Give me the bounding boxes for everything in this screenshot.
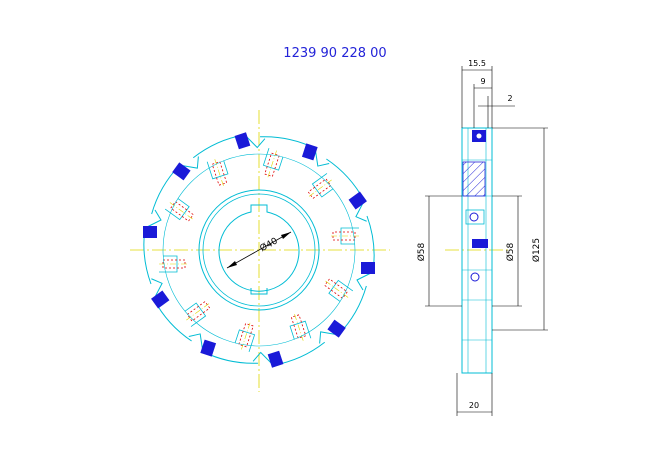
tooth xyxy=(188,320,258,364)
bore-diameter-label: Ø40 xyxy=(258,235,280,254)
dim-clearance: 2 xyxy=(507,94,512,103)
cutting-insert xyxy=(267,350,284,368)
top-insert-screw xyxy=(475,132,483,140)
tooth-outline xyxy=(326,158,367,222)
cutting-insert xyxy=(151,290,170,309)
screw-centerline xyxy=(214,159,225,188)
insert-pocket xyxy=(340,227,359,245)
tooth-outline xyxy=(356,215,375,291)
cutting-insert xyxy=(143,226,157,238)
clamp-block xyxy=(465,209,485,225)
insert-pocket xyxy=(262,147,284,171)
tooth xyxy=(319,278,367,344)
screw-centerline xyxy=(307,179,332,198)
cutting-insert xyxy=(348,191,367,210)
insert-pocket xyxy=(184,302,207,327)
tooth-outline xyxy=(151,156,199,215)
lower-screw xyxy=(470,272,480,282)
insert-pocket xyxy=(159,255,178,273)
tooth-outline xyxy=(319,285,367,344)
front-view: Ø40 xyxy=(130,110,390,392)
cutting-insert xyxy=(200,339,217,357)
screw-centerline xyxy=(186,302,211,321)
tooth xyxy=(252,312,326,368)
dim-hub-left: Ø58 xyxy=(416,242,427,261)
cutting-insert xyxy=(234,132,251,150)
screw-centerline xyxy=(169,202,195,221)
bore-dimension-line xyxy=(226,231,292,269)
bore-arrow-a xyxy=(227,261,237,268)
cutting-insert xyxy=(301,143,318,161)
bore-outline xyxy=(218,204,300,292)
tooth xyxy=(329,215,375,291)
tooth-outline xyxy=(151,278,192,342)
dim-hub-right: Ø58 xyxy=(505,242,516,261)
hub-inner-ring xyxy=(202,193,316,307)
clamp-screw xyxy=(469,212,479,222)
tooth-outline xyxy=(252,341,326,366)
cutting-insert xyxy=(172,162,191,181)
dim-width-top: 15.5 xyxy=(468,59,486,68)
cutting-insert xyxy=(361,262,375,274)
insert-pocket xyxy=(164,198,190,221)
insert-pocket xyxy=(289,320,312,340)
cutting-insert xyxy=(327,319,346,338)
side-view: 15.5 9 2 Ø58 Ø58 Ø125 20 xyxy=(416,59,548,416)
body-outline xyxy=(461,127,493,374)
screw-centerline xyxy=(323,279,349,298)
screw-centerline xyxy=(293,312,304,341)
cutter-teeth xyxy=(143,132,375,368)
insert-pocket xyxy=(234,329,256,353)
tooth xyxy=(307,158,367,222)
bore-arrow-b xyxy=(281,232,291,239)
insert-pocket xyxy=(328,279,354,302)
part-number: 1239 90 228 00 xyxy=(283,46,386,61)
tooth xyxy=(143,209,189,285)
body-inner-circle xyxy=(162,153,356,347)
dim-offset: 9 xyxy=(480,77,485,86)
insert-pocket xyxy=(206,160,229,180)
dim-outer-diameter: Ø125 xyxy=(531,238,542,262)
mid-insert xyxy=(472,239,488,248)
section-hatch xyxy=(462,161,486,197)
tooth xyxy=(260,136,330,180)
keyway-bottom xyxy=(250,288,268,295)
tooth-outline xyxy=(143,209,162,285)
insert-pocket xyxy=(311,173,334,198)
tooth-outline xyxy=(192,134,266,159)
hub-outer-ring xyxy=(198,189,320,311)
dim-width-bottom: 20 xyxy=(469,401,479,410)
tooth xyxy=(192,132,266,188)
tooth xyxy=(151,156,199,222)
